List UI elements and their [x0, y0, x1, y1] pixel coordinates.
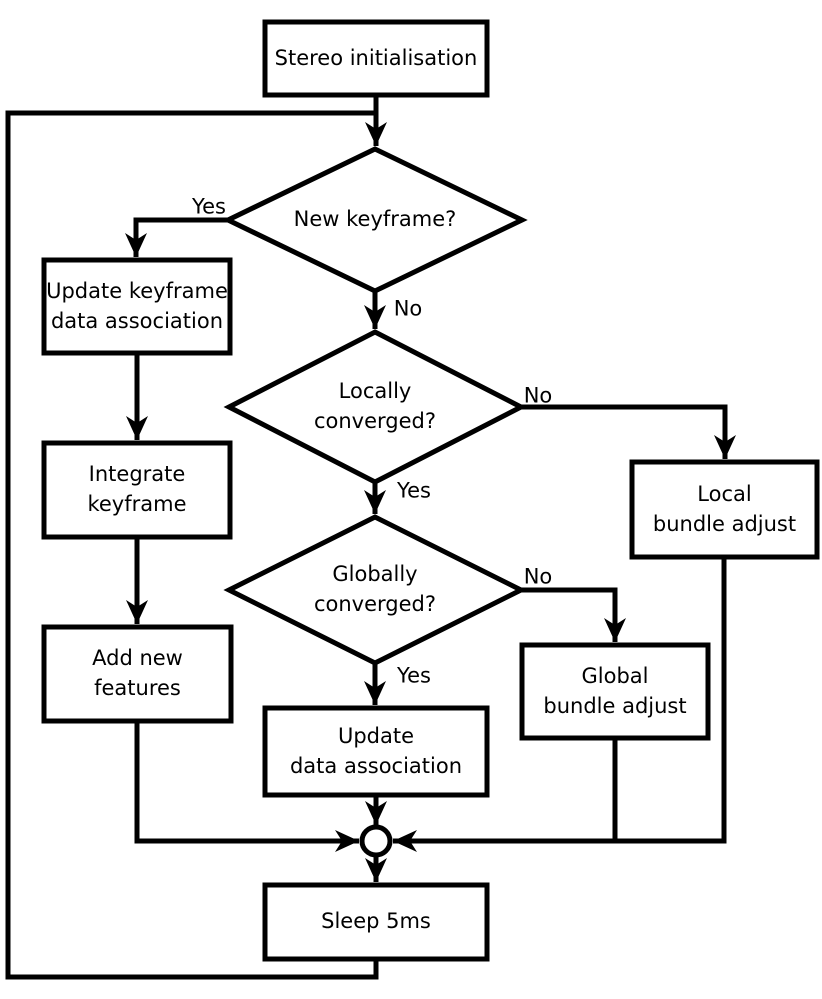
node-integrate-keyframe-box [41, 440, 233, 540]
junction-circle [359, 824, 393, 858]
node-local-bundle-adjust-box [629, 459, 820, 560]
diamond-globally-converged [223, 514, 527, 666]
edges [5, 95, 736, 980]
diamond-new-keyframe [222, 146, 528, 294]
node-add-new-features-box [41, 624, 234, 724]
edge-newkeyframe-yes [125, 217, 228, 257]
node-stereo-init-box [262, 19, 490, 98]
diamond-locally-converged [223, 329, 527, 485]
node-shapes [41, 19, 820, 962]
node-sleep-box [262, 882, 490, 962]
node-update-keyframe-da-box [41, 257, 233, 356]
edge-addfeatures-to-junction [134, 721, 359, 852]
node-global-bundle-adjust-box [519, 642, 711, 741]
edge-loop-return [5, 110, 379, 980]
edge-localba-to-junction [393, 557, 727, 852]
node-update-da-box [262, 705, 490, 798]
edge-locally-no [521, 404, 736, 459]
edge-globally-no [521, 587, 626, 642]
